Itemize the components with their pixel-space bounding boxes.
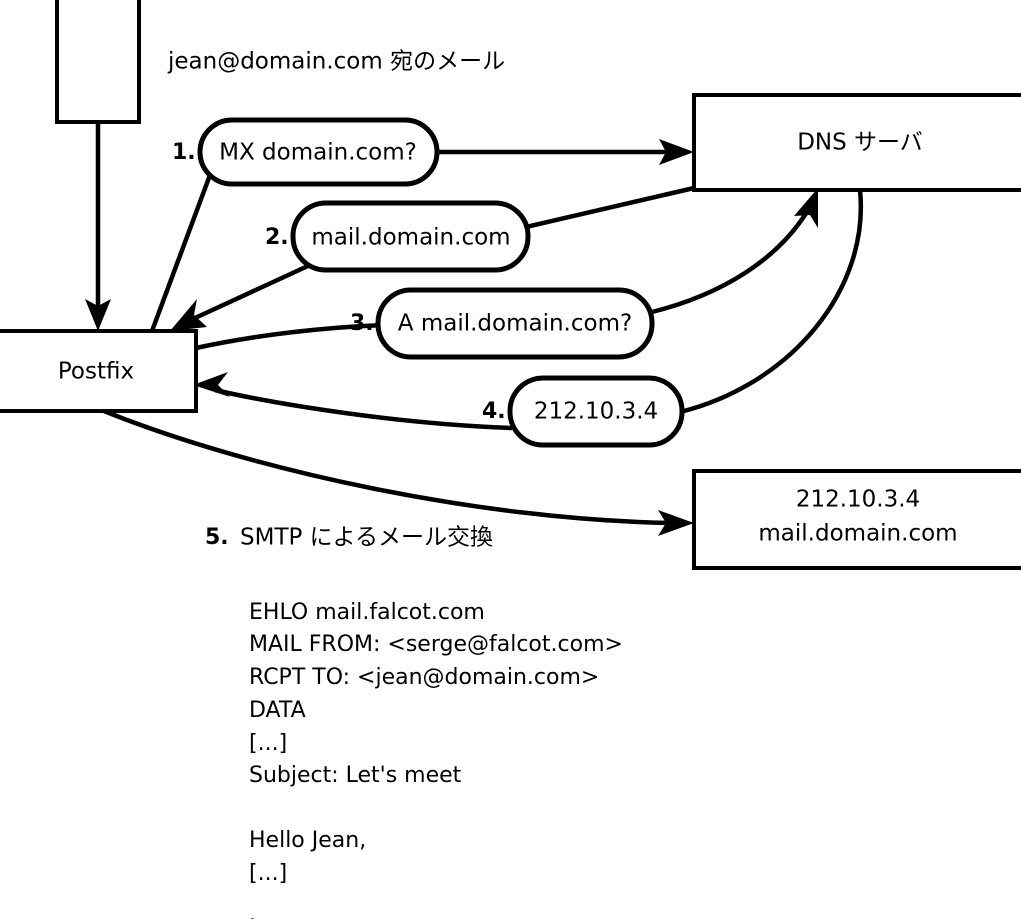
arrowhead-right bbox=[658, 510, 694, 536]
capsule-step-2-label: mail.domain.com bbox=[311, 225, 510, 251]
transcript-line: [...] bbox=[249, 861, 287, 886]
dns-server-label: DNS サーバ bbox=[797, 130, 923, 156]
arrowhead-up-right bbox=[794, 188, 818, 228]
arrowhead-down-left bbox=[170, 299, 207, 331]
capsule-step-3-label: A mail.domain.com? bbox=[398, 311, 632, 337]
transcript-line: MAIL FROM: <serge@falcot.com> bbox=[249, 632, 623, 657]
step-number-5: 5. bbox=[205, 525, 229, 550]
step-number-2: 2. bbox=[265, 225, 289, 250]
edge-sender-to-postfix bbox=[85, 122, 111, 331]
edge-step3-capsule-to-dns bbox=[651, 188, 818, 315]
capsule-step-4-label: 212.10.3.4 bbox=[534, 399, 658, 425]
node-postfix: Postfix bbox=[0, 329, 198, 413]
capsule-step-2: mail.domain.com bbox=[290, 200, 531, 273]
node-mail-server: 212.10.3.4 mail.domain.com bbox=[692, 469, 1021, 570]
step-number-3: 3. bbox=[350, 311, 374, 336]
step-5-label: SMTP によるメール交換 bbox=[240, 525, 493, 551]
arrowhead-down bbox=[85, 299, 111, 331]
transcript-line: EHLO mail.falcot.com bbox=[249, 600, 485, 625]
edge-step1-postfix-to-capsule bbox=[149, 174, 213, 332]
postfix-label: Postfix bbox=[58, 359, 134, 385]
edge-step1-capsule-to-dns bbox=[437, 139, 694, 165]
edge-step4-dns-to-capsule bbox=[679, 189, 864, 415]
capsule-step-4: 212.10.3.4 bbox=[507, 375, 685, 448]
node-dns-server: DNS サーバ bbox=[692, 93, 1021, 192]
edge-step3-postfix-to-capsule bbox=[195, 322, 386, 351]
arrowhead-left bbox=[193, 372, 230, 397]
mail-server-hostname: mail.domain.com bbox=[758, 521, 957, 547]
node-sender-box bbox=[55, 0, 141, 124]
transcript-line: Hello Jean, bbox=[249, 828, 366, 853]
edge-step5-postfix-to-mailserver bbox=[103, 408, 694, 536]
transcript-line: RCPT TO: <jean@domain.com> bbox=[249, 665, 599, 690]
step-number-1: 1. bbox=[172, 140, 196, 165]
edge-step4-capsule-to-postfix bbox=[193, 372, 513, 431]
smtp-transcript: EHLO mail.falcot.com MAIL FROM: <serge@f… bbox=[249, 600, 623, 919]
capsule-step-3: A mail.domain.com? bbox=[375, 287, 655, 360]
transcript-line: . bbox=[249, 902, 256, 919]
edge-step2-capsule-to-postfix bbox=[170, 262, 311, 331]
capsule-step-1: MX domain.com? bbox=[197, 117, 440, 187]
transcript-line: Subject: Let's meet bbox=[249, 763, 462, 788]
transcript-line: [...] bbox=[249, 731, 287, 756]
edge-step2-dns-to-capsule bbox=[499, 185, 695, 236]
arrowhead-right bbox=[659, 139, 694, 165]
top-caption: jean@domain.com 宛のメール bbox=[167, 49, 505, 75]
transcript-line: DATA bbox=[249, 698, 306, 723]
mail-server-ip: 212.10.3.4 bbox=[796, 487, 920, 513]
step-number-4: 4. bbox=[482, 399, 506, 424]
capsule-step-1-label: MX domain.com? bbox=[219, 140, 417, 166]
